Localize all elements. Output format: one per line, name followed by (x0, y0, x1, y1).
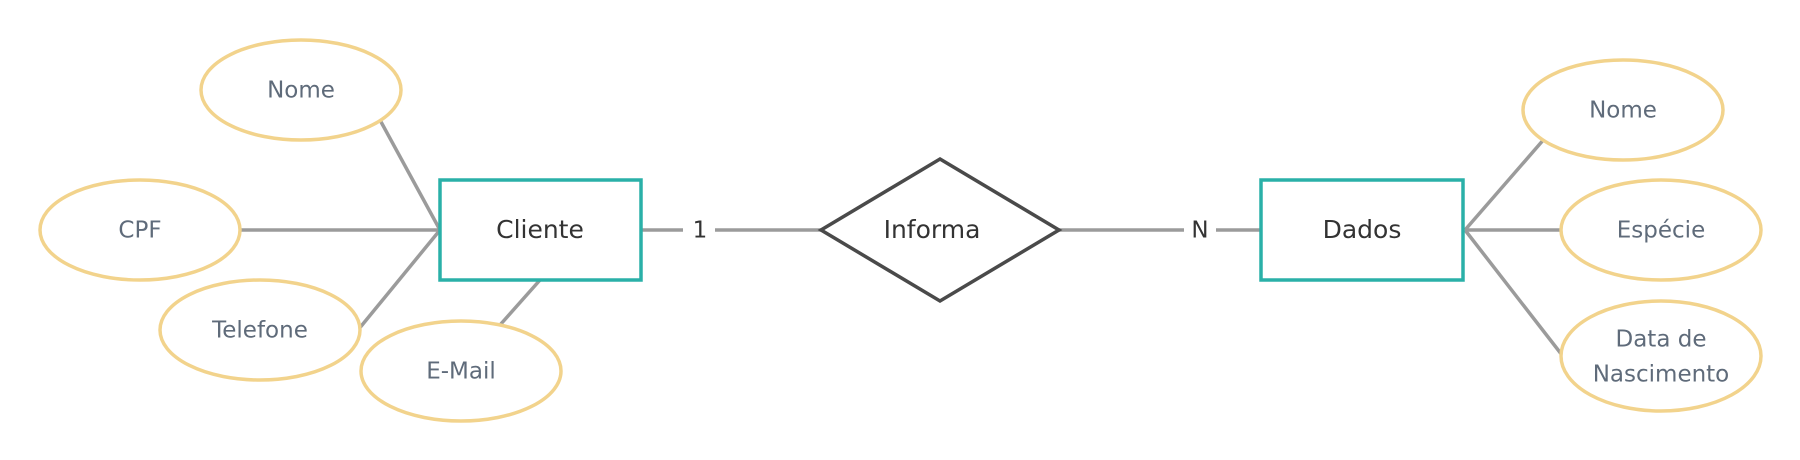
attribute-dados-nome[interactable]: Nome (1521, 58, 1725, 162)
cardinality-right-bg (1184, 214, 1216, 246)
attribute-ellipse[interactable] (158, 278, 362, 382)
attribute-label: Nome (1589, 98, 1657, 124)
attribute-label-line1: Data de (1616, 327, 1707, 353)
entity-dados[interactable]: Dados (1259, 178, 1465, 282)
attribute-cliente-cpf[interactable]: CPF (38, 178, 242, 282)
attribute-label-line2: Nascimento (1593, 362, 1730, 388)
attribute-label: Nome (267, 78, 335, 104)
entity-dados-label: Dados (1323, 215, 1402, 244)
attribute-ellipse[interactable] (38, 178, 242, 282)
line-cliente-email (498, 278, 542, 327)
attribute-ellipse[interactable] (1521, 58, 1725, 162)
attribute-dados-especie[interactable]: Espécie (1559, 178, 1763, 282)
cardinality-left-label: 1 (693, 218, 708, 244)
attribute-ellipse[interactable] (359, 319, 563, 423)
attribute-dados-nascimento[interactable]: Data de Nascimento (1559, 299, 1763, 413)
entity-cliente-box[interactable] (438, 178, 643, 282)
cardinality-right: N (1184, 214, 1216, 246)
attribute-label: E-Mail (426, 359, 496, 385)
attribute-label: CPF (118, 218, 161, 244)
line-dados-nascimento (1463, 228, 1564, 357)
attribute-label: Telefone (211, 318, 308, 344)
line-dados-nome (1463, 136, 1547, 232)
cardinality-left: 1 (683, 214, 715, 246)
cardinality-left-bg (683, 214, 715, 246)
attribute-cliente-telefone[interactable]: Telefone (158, 278, 362, 382)
entity-cliente[interactable]: Cliente (438, 178, 643, 282)
line-cliente-telefone (356, 228, 442, 332)
cardinality-right-label: N (1191, 218, 1208, 244)
attribute-cliente-nome[interactable]: Nome (199, 38, 403, 142)
entity-dados-box[interactable] (1259, 178, 1465, 282)
attribute-ellipse[interactable] (1559, 299, 1763, 413)
attribute-cliente-email[interactable]: E-Mail (359, 319, 563, 423)
attribute-ellipse[interactable] (199, 38, 403, 142)
entity-cliente-label: Cliente (496, 215, 584, 244)
line-cliente-nome (378, 119, 442, 231)
attribute-label: Espécie (1617, 218, 1705, 244)
relationship-label: Informa (884, 215, 981, 244)
relationship-informa[interactable]: Informa (817, 156, 1063, 304)
attribute-ellipse[interactable] (1559, 178, 1763, 282)
relationship-diamond[interactable] (817, 156, 1063, 304)
connector-lines (238, 119, 1564, 357)
